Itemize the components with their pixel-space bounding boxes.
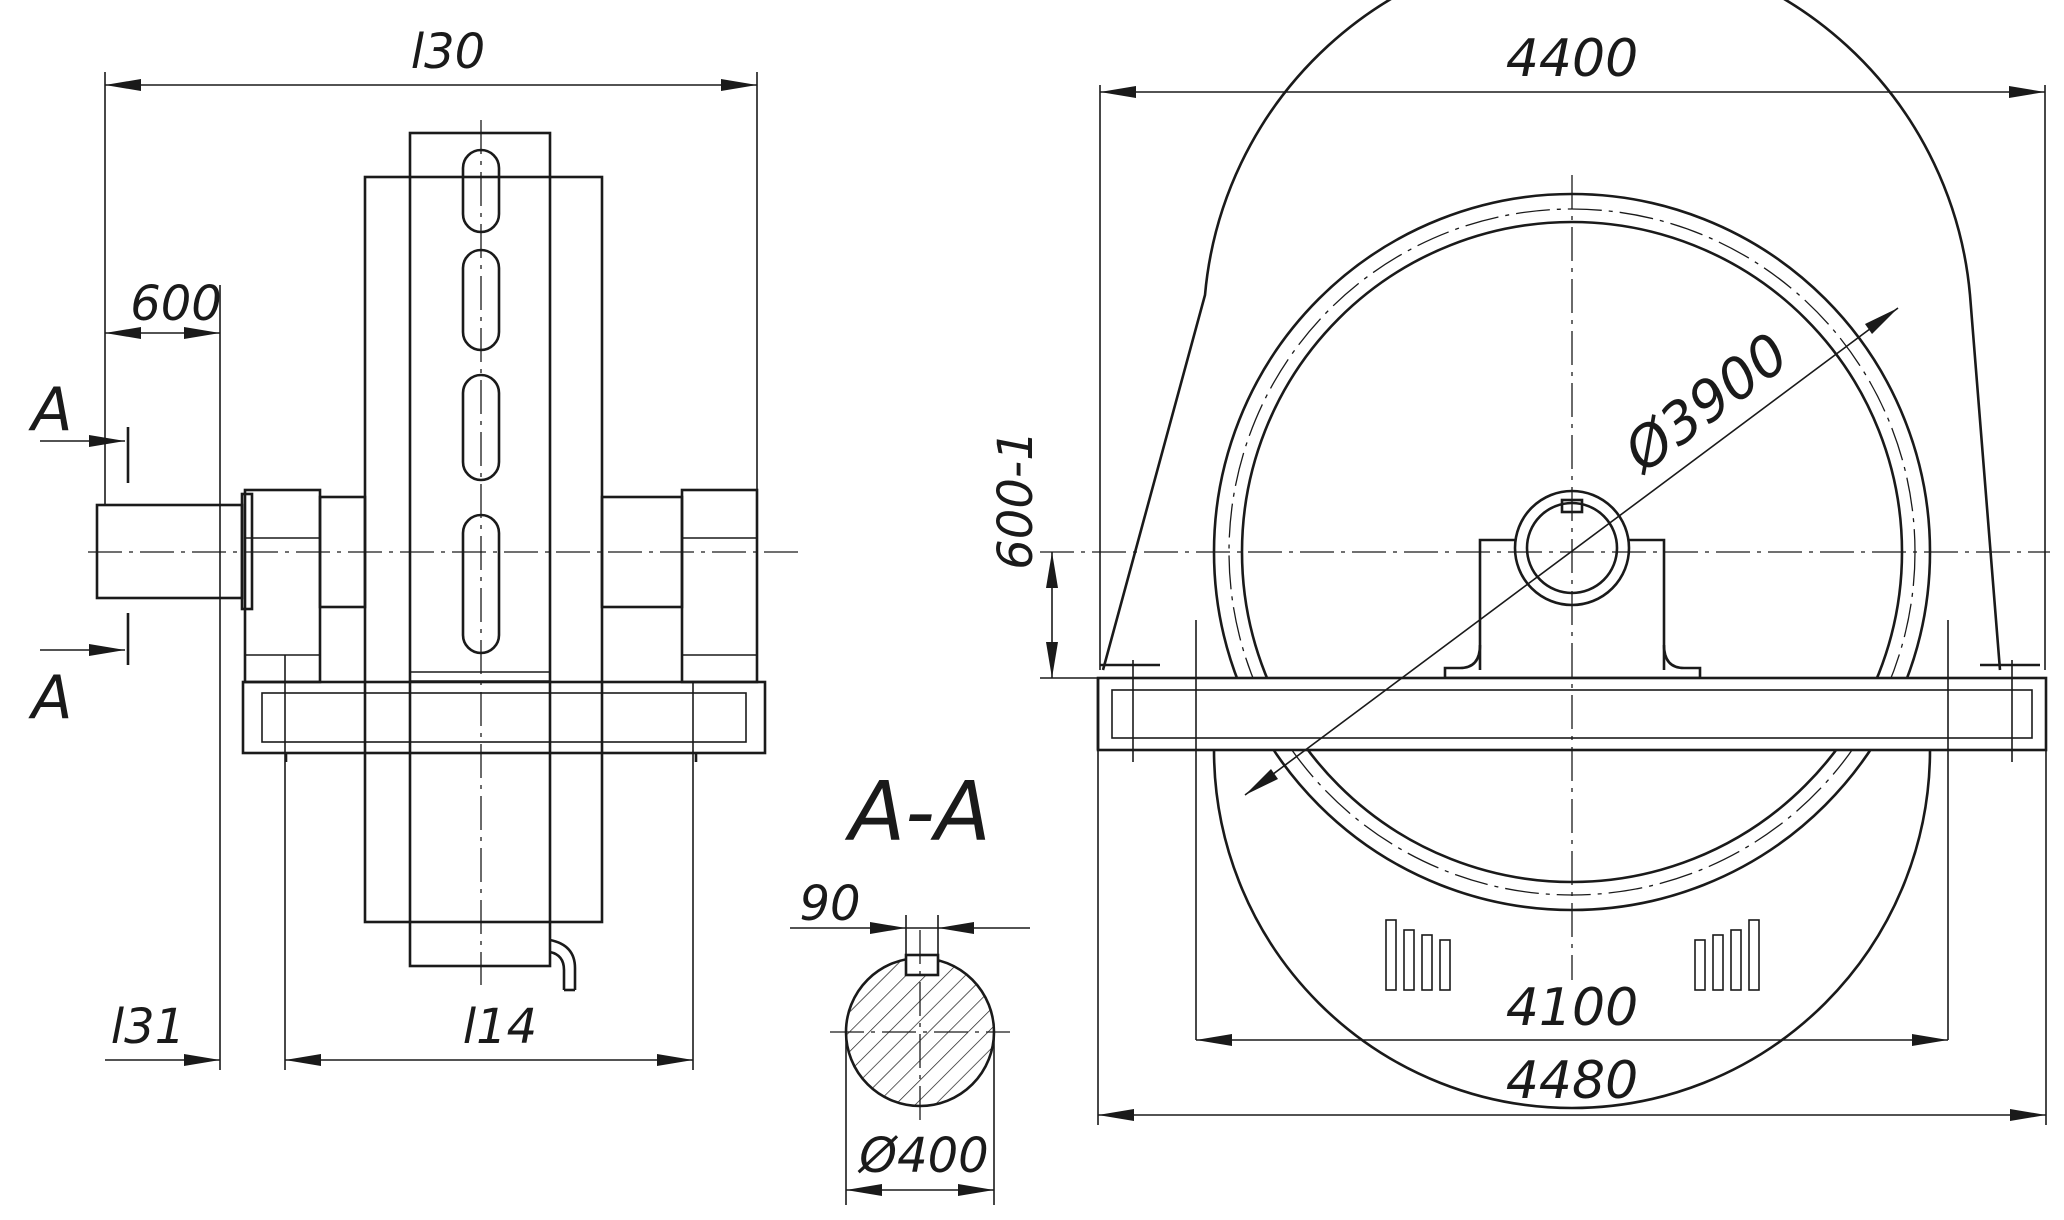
dim-600-label: 600 bbox=[130, 276, 222, 332]
side-view: l30 600 A A l31 l14 bbox=[27, 24, 800, 1070]
front-view: 4400 Ø3900 600-1 4100 4480 bbox=[988, 0, 2050, 1125]
section-marker-a-bottom: A bbox=[27, 663, 72, 733]
left-bearing-housing bbox=[243, 488, 322, 684]
drum-slot bbox=[461, 373, 501, 482]
keyway bbox=[904, 953, 940, 977]
section-title: A-A bbox=[844, 765, 991, 860]
right-bearing-housing bbox=[680, 488, 759, 684]
dim-90-label: 90 bbox=[799, 876, 860, 932]
dim-d400-label: Ø400 bbox=[857, 1128, 988, 1184]
section-a-a: A-A 90 Ø400 bbox=[790, 765, 1030, 1205]
base-frame bbox=[241, 680, 767, 755]
bearing-pedestal bbox=[1478, 538, 1515, 670]
dim-d3900-line bbox=[1244, 307, 1899, 796]
shaft-cross-section bbox=[844, 956, 996, 1108]
pipe bbox=[549, 938, 577, 990]
dim-600-1-label: 600-1 bbox=[988, 430, 1044, 569]
dim-4480-label: 4480 bbox=[1506, 1051, 1638, 1111]
dim-4100-label: 4100 bbox=[1506, 978, 1638, 1038]
drum-outer-body bbox=[363, 175, 604, 924]
dim-d3900-label: Ø3900 bbox=[1611, 321, 1801, 486]
dim-4400-label: 4400 bbox=[1506, 29, 1638, 89]
dim-l30-label: l30 bbox=[411, 24, 485, 80]
section-marker-a-top: A bbox=[27, 375, 72, 445]
legs-right bbox=[1694, 919, 1760, 991]
dim-l14-label: l14 bbox=[463, 999, 537, 1055]
a-frame-stand bbox=[1101, 0, 2002, 671]
legs-left bbox=[1385, 919, 1451, 991]
dim-l31-label: l31 bbox=[111, 999, 185, 1055]
drum-rope-band bbox=[408, 131, 552, 968]
